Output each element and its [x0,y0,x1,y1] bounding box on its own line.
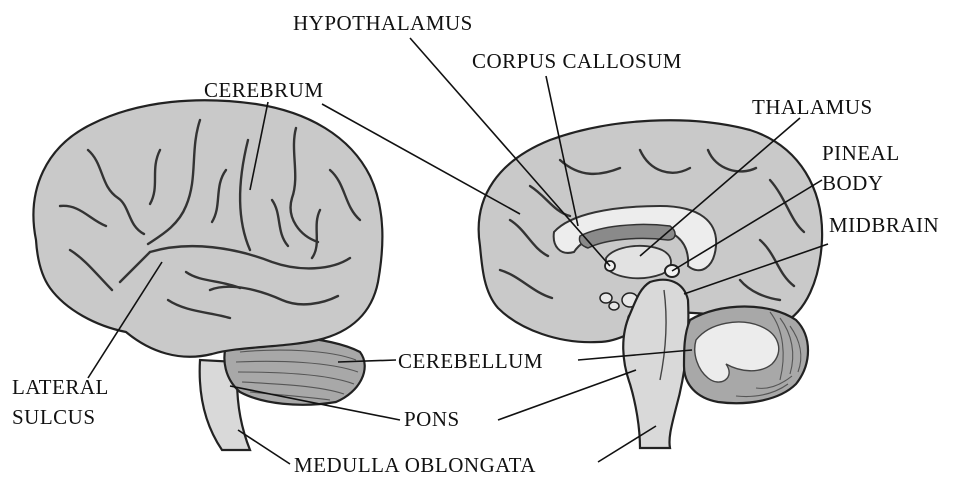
label-pons: PONS [404,407,460,431]
sagittal-brainstem [623,280,688,448]
label-midbrain: MIDBRAIN [829,213,939,237]
label-pineal-body-line1: PINEAL [822,141,900,165]
sagittal-thalamus [606,246,671,278]
label-thalamus: THALAMUS [752,95,873,119]
label-lateral-sulcus-line2: SULCUS [12,405,96,429]
label-hypothalamus: HYPOTHALAMUS [293,11,473,35]
label-lateral-sulcus-line1: LATERAL [12,375,109,399]
label-cerebellum: CEREBELLUM [398,349,543,373]
label-pineal-body-line2: BODY [822,171,884,195]
label-medulla-oblongata: MEDULLA OBLONGATA [294,453,536,477]
lateral-cerebrum [33,100,382,357]
sagittal-brain-view [479,120,822,448]
leader-pons-right [498,370,636,420]
label-cerebrum: CEREBRUM [204,78,324,102]
label-corpus-callosum: CORPUS CALLOSUM [472,49,682,73]
